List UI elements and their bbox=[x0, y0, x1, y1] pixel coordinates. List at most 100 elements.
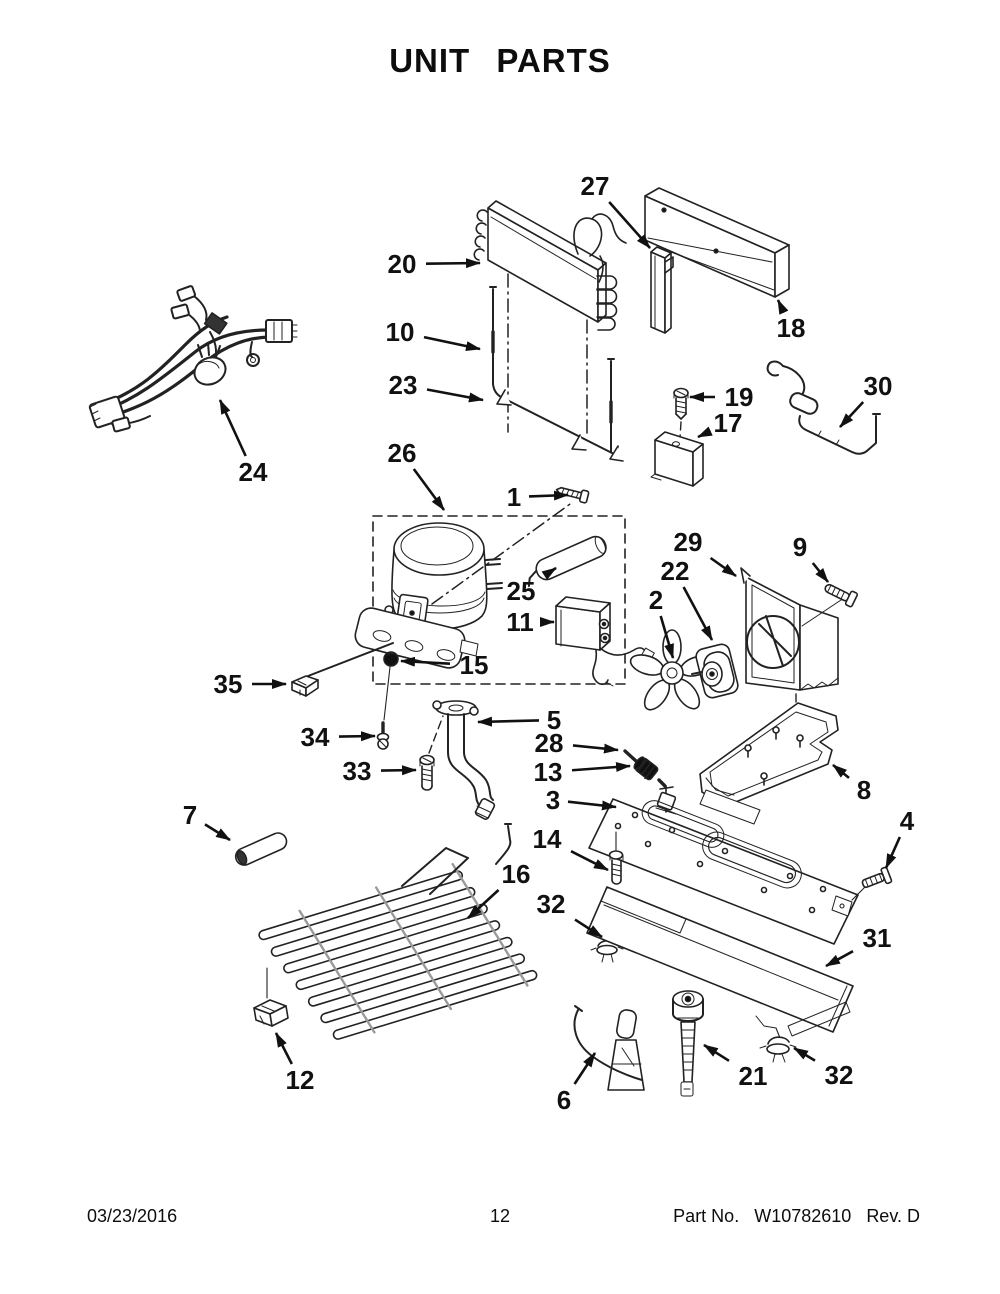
callout-number: 22 bbox=[661, 556, 690, 586]
callout-number: 16 bbox=[502, 859, 531, 889]
pin-28 bbox=[623, 749, 638, 763]
leader-line bbox=[572, 743, 619, 754]
callout-14: 14 bbox=[533, 824, 609, 872]
leader-line bbox=[426, 388, 484, 403]
screw-1 bbox=[555, 486, 590, 504]
callout-number: 8 bbox=[857, 775, 871, 805]
leader-line bbox=[541, 566, 557, 580]
leader-line bbox=[412, 468, 446, 511]
callout-number: 25 bbox=[507, 576, 536, 606]
leader-line bbox=[682, 586, 714, 641]
footer-page-number: 12 bbox=[489, 1206, 511, 1226]
callout-24: 24 bbox=[218, 399, 268, 487]
leader-line bbox=[467, 889, 500, 919]
leader-line bbox=[574, 918, 603, 939]
leader-line bbox=[793, 1046, 816, 1062]
callout-32: 32 bbox=[537, 889, 603, 939]
callout-3: 3 bbox=[546, 785, 617, 815]
callout-number: 34 bbox=[301, 722, 330, 752]
callout-22: 22 bbox=[661, 556, 714, 641]
leader-line bbox=[218, 399, 247, 457]
leader-line bbox=[567, 800, 617, 811]
leader-line bbox=[839, 401, 865, 428]
stud-34 bbox=[376, 721, 390, 750]
leader-line bbox=[709, 556, 737, 578]
foam-tube bbox=[234, 832, 288, 866]
screw-33 bbox=[419, 715, 444, 791]
callout-number: 33 bbox=[343, 756, 372, 786]
callout-6: 6 bbox=[557, 1052, 597, 1115]
leader-line bbox=[659, 615, 675, 659]
power-plug bbox=[193, 356, 227, 386]
callout-4: 4 bbox=[884, 806, 915, 869]
callout-number: 13 bbox=[534, 757, 563, 787]
capillary-tube bbox=[573, 1005, 645, 1091]
fan-motor bbox=[691, 643, 739, 699]
mounting-bracket-17 bbox=[650, 431, 704, 487]
fan-shroud bbox=[740, 567, 845, 763]
leader-line bbox=[425, 258, 481, 269]
tube-assembly-30 bbox=[766, 360, 881, 455]
start-relay bbox=[555, 596, 655, 687]
callout-17: 17 bbox=[697, 408, 742, 439]
harness-connector-block bbox=[265, 319, 293, 343]
callout-19: 19 bbox=[689, 382, 754, 412]
callout-27: 27 bbox=[581, 171, 651, 249]
callout-1: 1 bbox=[507, 482, 569, 512]
alignment-guide bbox=[431, 503, 571, 605]
callout-number: 14 bbox=[533, 824, 562, 854]
callout-number: 18 bbox=[777, 313, 806, 343]
wire-harness bbox=[88, 285, 298, 433]
condenser-assembly bbox=[473, 200, 627, 438]
callout-number: 9 bbox=[793, 532, 807, 562]
callout-20: 20 bbox=[388, 249, 481, 279]
screw-9 bbox=[824, 583, 859, 608]
grommet bbox=[383, 651, 399, 721]
callout-number: 19 bbox=[725, 382, 754, 412]
condenser-wire-frame bbox=[492, 358, 624, 462]
callout-28: 28 bbox=[535, 728, 619, 758]
callout-number: 2 bbox=[649, 585, 663, 615]
callout-layer: 2010232718191730242612511153534335281331… bbox=[183, 171, 915, 1115]
footer-date: 03/23/2016 bbox=[87, 1206, 178, 1226]
callout-2: 2 bbox=[649, 585, 675, 659]
drain-tube bbox=[432, 700, 496, 820]
callout-10: 10 bbox=[386, 317, 481, 351]
plate-fitting bbox=[655, 785, 677, 815]
compressor-kit-dashed-box bbox=[372, 515, 626, 685]
base-plate bbox=[588, 789, 859, 945]
callout-35: 35 bbox=[214, 669, 287, 699]
callout-8: 8 bbox=[832, 763, 871, 805]
clip-32-right bbox=[759, 1027, 797, 1063]
callout-13: 13 bbox=[534, 757, 631, 787]
bushing-13 bbox=[633, 756, 667, 788]
callout-number: 26 bbox=[388, 438, 417, 468]
callout-number: 11 bbox=[506, 607, 534, 637]
part-number-value: W10782610 bbox=[754, 1206, 852, 1226]
callout-number: 21 bbox=[739, 1061, 768, 1091]
callout-31: 31 bbox=[825, 923, 891, 968]
callout-number: 29 bbox=[674, 527, 703, 557]
support-bracket bbox=[650, 246, 674, 334]
thermistor-probe bbox=[672, 990, 704, 1097]
leader-line bbox=[274, 1032, 293, 1065]
drain-pan bbox=[699, 702, 839, 807]
callout-number: 15 bbox=[460, 650, 489, 680]
callout-7: 7 bbox=[183, 800, 231, 842]
callout-number: 20 bbox=[388, 249, 417, 279]
leader-line bbox=[400, 656, 451, 667]
leader-line bbox=[884, 836, 902, 869]
callout-number: 28 bbox=[535, 728, 564, 758]
callout-34: 34 bbox=[301, 722, 376, 752]
callout-number: 10 bbox=[386, 317, 415, 347]
leader-line bbox=[380, 765, 417, 776]
clip-35 bbox=[291, 675, 319, 697]
callout-number: 12 bbox=[286, 1065, 315, 1095]
callout-18: 18 bbox=[777, 299, 806, 343]
access-cover bbox=[586, 886, 854, 1037]
leader-line bbox=[571, 762, 631, 773]
callout-25: 25 bbox=[507, 566, 557, 606]
screw-14 bbox=[608, 831, 624, 885]
